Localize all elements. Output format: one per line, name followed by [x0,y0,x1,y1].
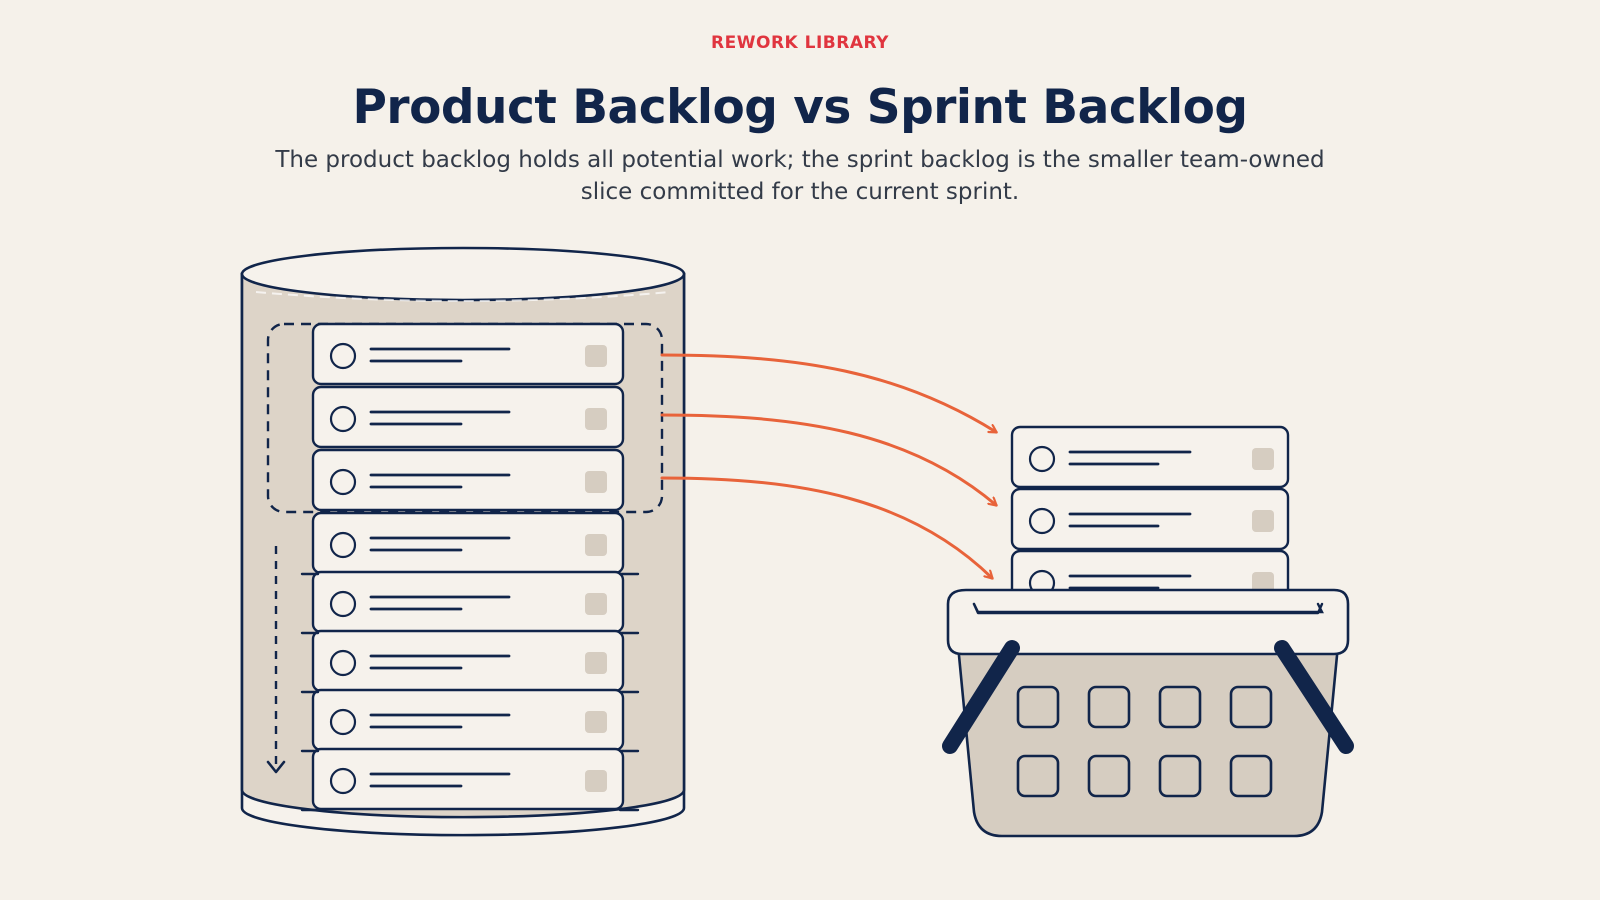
sprint-backlog-items [1010,425,1290,613]
backlog-item-card [311,570,625,634]
backlog-item-card [311,688,625,752]
priority-order-arrow [266,546,286,774]
backlog-item-card [311,322,625,386]
basket-handle-right [1274,640,1354,754]
backlog-item-card [311,629,625,693]
sprint-backlog-basket [956,643,1340,838]
backlog-item-card [311,448,625,512]
commit-arrows [660,353,996,578]
sprint-item-card [1010,487,1290,551]
cylinder-top [240,246,686,302]
commit-arrow [660,353,996,432]
backlog-item-card [311,385,625,449]
backlog-item-card [311,747,625,811]
basket-handles [942,640,1354,754]
eyebrow-label: REWORK LIBRARY [711,33,889,53]
basket-handle-left [942,640,1020,754]
page-title: Product Backlog vs Sprint Backlog [352,80,1248,135]
basket-body [956,643,1340,838]
commit-arrow [660,413,996,505]
page-subtitle: The product backlog holds all potential … [275,147,1325,205]
basket-holes [1016,685,1273,798]
commit-arrow [660,476,992,578]
product-backlog-items [300,322,640,812]
backlog-item-card [311,511,625,575]
sprint-item-card [1010,425,1290,489]
